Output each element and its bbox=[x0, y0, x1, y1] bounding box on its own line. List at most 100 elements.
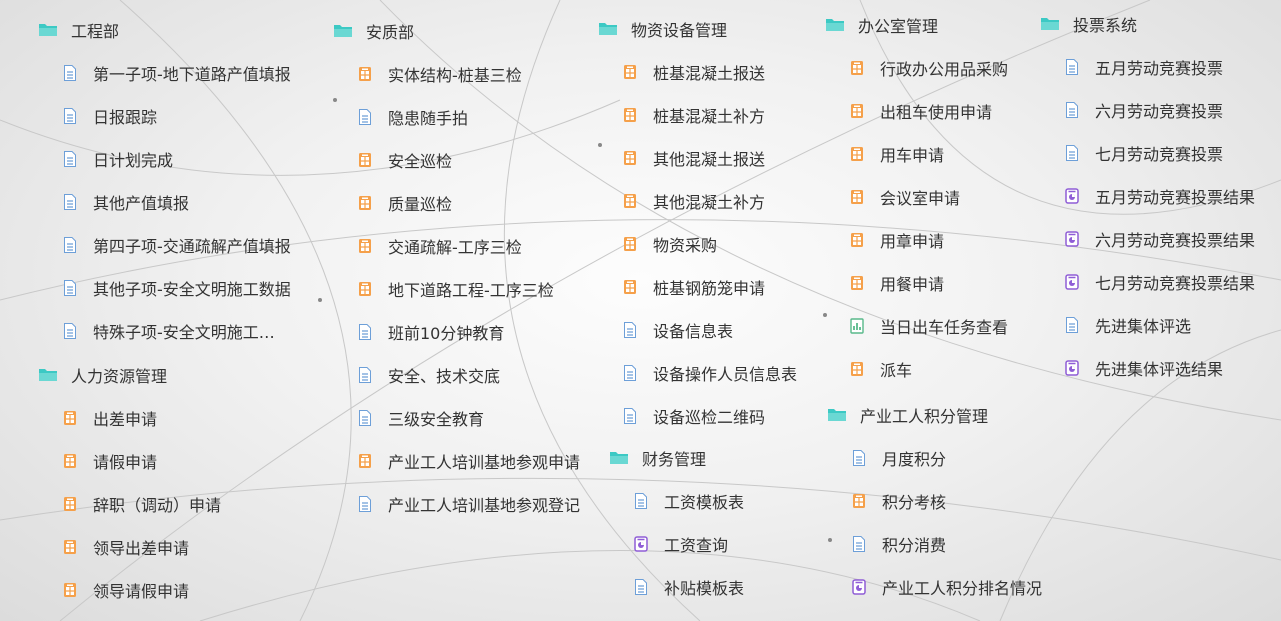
menu-item[interactable]: 产业工人培训基地参观登记 bbox=[333, 482, 580, 525]
menu-item[interactable]: 用餐申请 bbox=[825, 261, 1008, 304]
form-icon bbox=[849, 361, 865, 377]
menu-item[interactable]: 班前10分钟教育 bbox=[333, 310, 580, 353]
doc-icon bbox=[62, 193, 78, 210]
menu-item[interactable]: 当日出车任务查看 bbox=[825, 304, 1008, 347]
folder-label: 工程部 bbox=[71, 21, 120, 41]
menu-item-label: 日报跟踪 bbox=[93, 107, 158, 127]
menu-item[interactable]: 安全、技术交底 bbox=[333, 353, 580, 396]
menu-item[interactable]: 安全巡检 bbox=[333, 138, 580, 181]
menu-item[interactable]: 用车申请 bbox=[825, 132, 1008, 175]
menu-item[interactable]: 工资查询 bbox=[609, 522, 744, 565]
menu-item[interactable]: 出差申请 bbox=[38, 396, 221, 439]
menu-item[interactable]: 设备信息表 bbox=[598, 308, 797, 351]
folder-label: 财务管理 bbox=[642, 449, 707, 469]
form-icon bbox=[62, 410, 78, 426]
doc-icon bbox=[62, 279, 78, 296]
report-icon bbox=[1064, 187, 1080, 204]
menu-item[interactable]: 设备巡检二维码 bbox=[598, 394, 797, 437]
form-icon bbox=[357, 281, 373, 297]
menu-item[interactable]: 桩基钢筋笼申请 bbox=[598, 265, 797, 308]
form-icon bbox=[357, 238, 373, 254]
menu-item[interactable]: 会议室申请 bbox=[825, 175, 1008, 218]
form-icon bbox=[62, 496, 78, 512]
menu-item-label: 积分消费 bbox=[882, 535, 947, 555]
doc-icon bbox=[622, 407, 638, 424]
menu-item-label: 工资查询 bbox=[664, 535, 729, 555]
menu-item[interactable]: 六月劳动竞赛投票结果 bbox=[1040, 217, 1255, 260]
menu-item[interactable]: 补贴模板表 bbox=[609, 565, 744, 608]
form-icon bbox=[62, 453, 78, 469]
menu-item[interactable]: 请假申请 bbox=[38, 439, 221, 482]
menu-item[interactable]: 积分考核 bbox=[827, 479, 1042, 522]
menu-item[interactable]: 领导请假申请 bbox=[38, 568, 221, 611]
menu-item-label: 其他产值填报 bbox=[93, 193, 190, 213]
menu-item[interactable]: 五月劳动竞赛投票结果 bbox=[1040, 174, 1255, 217]
menu-item[interactable]: 七月劳动竞赛投票 bbox=[1040, 131, 1255, 174]
menu-item[interactable]: 其他产值填报 bbox=[38, 180, 291, 223]
menu-item[interactable]: 特殊子项-安全文明施工另... bbox=[38, 309, 291, 352]
menu-item[interactable]: 设备操作人员信息表 bbox=[598, 351, 797, 394]
doc-icon bbox=[633, 492, 649, 509]
doc-icon bbox=[1064, 101, 1080, 118]
menu-item-label: 桩基钢筋笼申请 bbox=[653, 278, 766, 298]
menu-item-label: 设备操作人员信息表 bbox=[653, 364, 798, 384]
folder-header-3[interactable]: 物资设备管理 bbox=[598, 7, 797, 50]
folder-header-2[interactable]: 安质部 bbox=[333, 9, 580, 52]
menu-item[interactable]: 领导出差申请 bbox=[38, 525, 221, 568]
folder-header-1[interactable]: 人力资源管理 bbox=[38, 353, 221, 396]
form-icon bbox=[849, 146, 865, 162]
menu-item[interactable]: 派车 bbox=[825, 347, 1008, 390]
menu-item-label: 用章申请 bbox=[880, 231, 945, 251]
menu-item[interactable]: 实体结构-桩基三检 bbox=[333, 52, 580, 95]
menu-item[interactable]: 第四子项-交通疏解产值填报 bbox=[38, 223, 291, 266]
menu-item-label: 地下道路工程-工序三检 bbox=[388, 280, 554, 300]
menu-group-2: 安质部实体结构-桩基三检隐患随手拍安全巡检质量巡检交通疏解-工序三检地下道路工程… bbox=[333, 9, 580, 525]
menu-item[interactable]: 其他混凝土报送 bbox=[598, 136, 797, 179]
menu-item[interactable]: 产业工人积分排名情况 bbox=[827, 565, 1042, 608]
menu-item[interactable]: 出租车使用申请 bbox=[825, 89, 1008, 132]
menu-item[interactable]: 先进集体评选结果 bbox=[1040, 346, 1255, 389]
menu-item[interactable]: 质量巡检 bbox=[333, 181, 580, 224]
menu-item[interactable]: 七月劳动竞赛投票结果 bbox=[1040, 260, 1255, 303]
menu-item[interactable]: 桩基混凝土补方 bbox=[598, 93, 797, 136]
menu-item[interactable]: 六月劳动竞赛投票 bbox=[1040, 88, 1255, 131]
menu-item[interactable]: 用章申请 bbox=[825, 218, 1008, 261]
menu-item[interactable]: 物资采购 bbox=[598, 222, 797, 265]
menu-item[interactable]: 日计划完成 bbox=[38, 137, 291, 180]
menu-item[interactable]: 其他混凝土补方 bbox=[598, 179, 797, 222]
form-icon bbox=[849, 60, 865, 76]
menu-item[interactable]: 产业工人培训基地参观申请 bbox=[333, 439, 580, 482]
menu-item[interactable]: 第一子项-地下道路产值填报 bbox=[38, 51, 291, 94]
form-icon bbox=[849, 275, 865, 291]
menu-item-label: 出差申请 bbox=[93, 409, 158, 429]
menu-item[interactable]: 地下道路工程-工序三检 bbox=[333, 267, 580, 310]
menu-item[interactable]: 先进集体评选 bbox=[1040, 303, 1255, 346]
doc-icon bbox=[622, 321, 638, 338]
doc-icon bbox=[357, 409, 373, 426]
menu-item[interactable]: 隐患随手拍 bbox=[333, 95, 580, 138]
menu-item[interactable]: 其他子项-安全文明施工数据 bbox=[38, 266, 291, 309]
menu-item-label: 其他子项-安全文明施工数据 bbox=[93, 279, 291, 299]
doc-icon bbox=[1064, 58, 1080, 75]
folder-header-5[interactable]: 办公室管理 bbox=[825, 3, 1008, 46]
folder-header-4[interactable]: 财务管理 bbox=[609, 436, 744, 479]
menu-item[interactable]: 交通疏解-工序三检 bbox=[333, 224, 580, 267]
menu-item[interactable]: 辞职（调动）申请 bbox=[38, 482, 221, 525]
menu-item[interactable]: 工资模板表 bbox=[609, 479, 744, 522]
report-icon bbox=[1064, 230, 1080, 247]
menu-item[interactable]: 桩基混凝土报送 bbox=[598, 50, 797, 93]
folder-header-7[interactable]: 投票系统 bbox=[1040, 2, 1255, 45]
folder-header-6[interactable]: 产业工人积分管理 bbox=[827, 393, 1042, 436]
menu-item[interactable]: 三级安全教育 bbox=[333, 396, 580, 439]
menu-item[interactable]: 日报跟踪 bbox=[38, 94, 291, 137]
folder-header-0[interactable]: 工程部 bbox=[38, 8, 291, 51]
menu-item[interactable]: 五月劳动竞赛投票 bbox=[1040, 45, 1255, 88]
menu-item[interactable]: 月度积分 bbox=[827, 436, 1042, 479]
menu-item[interactable]: 积分消费 bbox=[827, 522, 1042, 565]
menu-item[interactable]: 行政办公用品采购 bbox=[825, 46, 1008, 89]
menu-item-label: 行政办公用品采购 bbox=[880, 59, 1009, 79]
menu-group-0: 工程部第一子项-地下道路产值填报日报跟踪日计划完成其他产值填报第四子项-交通疏解… bbox=[38, 8, 291, 352]
form-icon bbox=[357, 66, 373, 82]
report-icon bbox=[851, 578, 867, 595]
